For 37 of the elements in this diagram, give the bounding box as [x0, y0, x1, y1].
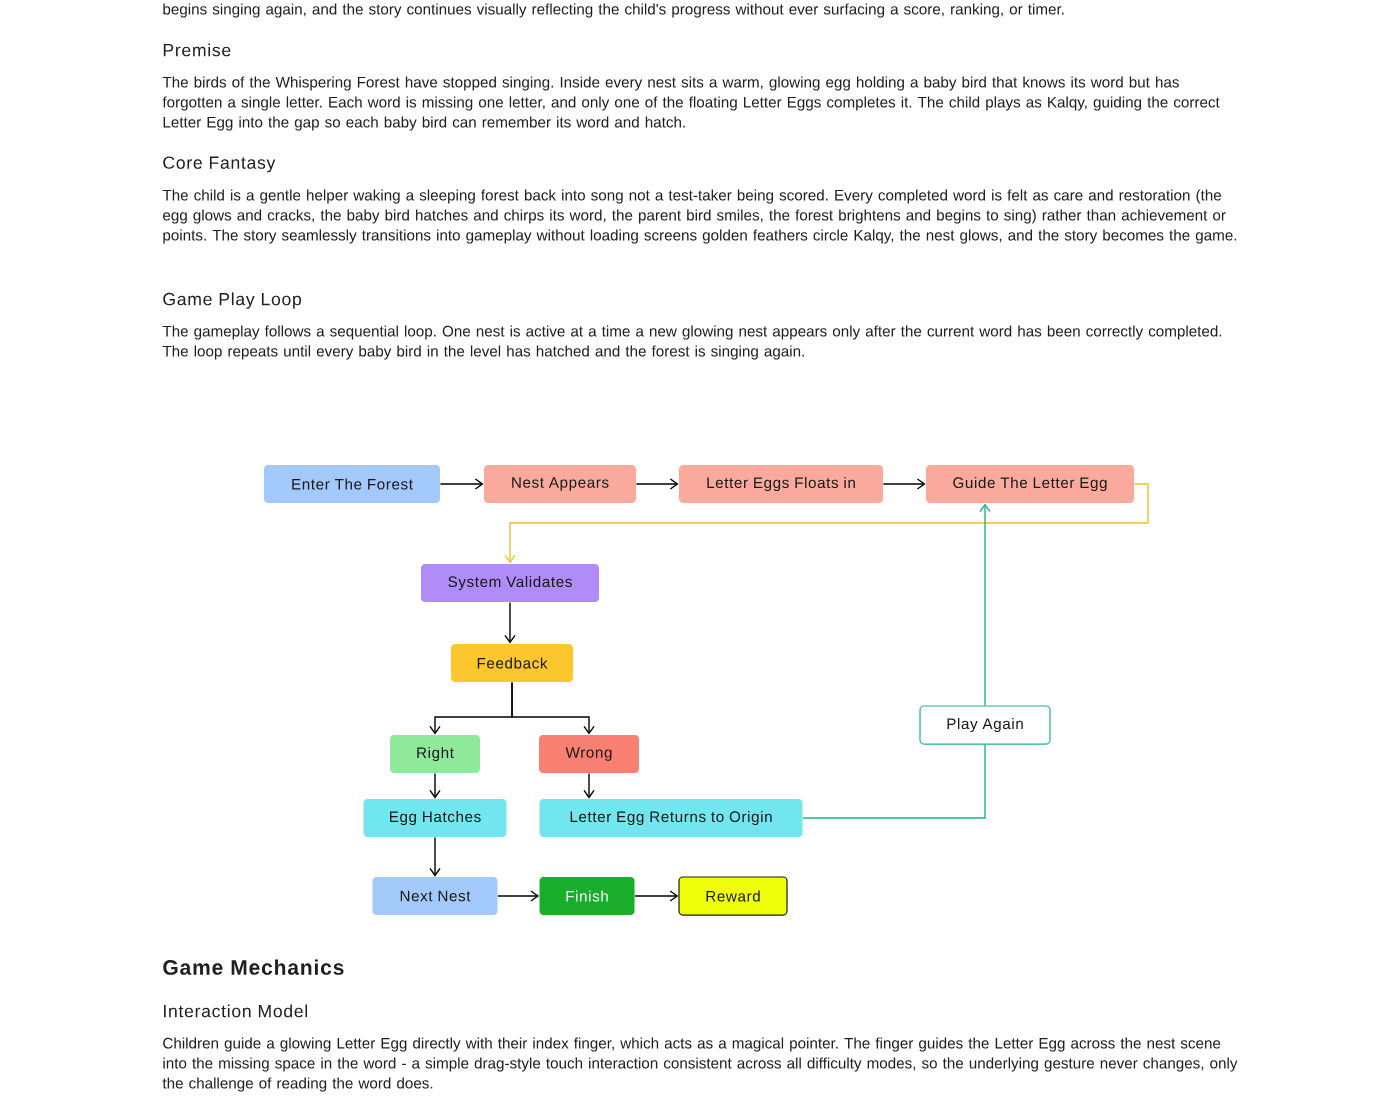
paragraph: The birds of the Whispering Forest have stopped singing. Inside every nest sits a warm, glowing egg holding a baby bird that knows its word but has forgotten a single letter. Each word is missing one letter, and only one of the floating Letter Eggs completes it. The child plays as Kalqy, guiding the correct Letter Egg into the gap so each baby bird can remember its word and hatch.: [162, 76, 1220, 131]
arrow: [429, 772, 441, 799]
paragraph: Children guide a glowing Letter Egg directly with their index finger, which acts as a magical pointer. The finger guides the Letter Egg across the nest scene into the missing space in the word - a simple drag-style touch interaction consistent across all difficulty modes, so the underlying gesture never changes, only the challenge of reading the word does.: [162, 1037, 1238, 1092]
heading: Game Mechanics: [163, 959, 344, 975]
arrow: [634, 890, 679, 902]
process-box: Guide The Letter Egg: [926, 465, 1135, 503]
arrow: [635, 478, 679, 490]
arrow: [497, 890, 540, 902]
connector-line: [802, 743, 986, 819]
process-box: Egg Hatches: [363, 799, 507, 837]
process-box: Letter Egg Returns to Origin: [539, 799, 803, 837]
paragraph: begins singing again, and the story continues visually reflecting the child's progress without ever surfacing a score, ranking, or timer.: [163, 3, 1064, 18]
arrow: [882, 478, 926, 490]
process-box: Wrong: [539, 735, 639, 774]
process-box: System Validates: [421, 564, 599, 602]
section-heading: Game Play Loop: [163, 292, 301, 309]
process-box: Right: [390, 735, 480, 774]
arrow: [504, 483, 1149, 564]
paragraph: The gameplay follows a sequential loop. One nest is active at a time a new glowing nest appears only after the current word has been correctly completed. The loop repeats until every baby bird in the level has hatched and the forest is singing again.: [162, 325, 1222, 360]
process-box: Play Again: [919, 705, 1051, 745]
arrow: [429, 836, 441, 877]
paragraph: The child is a gentle helper waking a sleeping forest back into song not a test-taker being scored. Every completed word is felt as care and restoration (the egg glows and cracks, the baby bird hatches and chirps its word, the parent bird smiles, the forest brightens and begins to sing) rather than achievement or points. The story seamlessly transitions into gameplay without loading screens golden feathers circle Kalqy, the nest glows, and the story becomes the game.: [162, 189, 1237, 244]
section-heading: Interaction Model: [164, 1004, 308, 1018]
process-box: Next Nest: [372, 877, 498, 916]
process-box: Letter Eggs Floats in: [679, 465, 883, 503]
arrow: [504, 601, 516, 644]
process-box: Enter The Forest: [264, 465, 440, 503]
arrow: [979, 503, 991, 707]
process-box: Reward: [678, 876, 788, 916]
section-heading: Premise: [163, 43, 231, 57]
process-box: Nest Appears: [484, 465, 636, 503]
process-box: Feedback: [451, 644, 573, 682]
arrow: [439, 478, 484, 490]
arrow: [511, 681, 595, 735]
arrow: [583, 772, 595, 799]
process-box: Finish: [539, 877, 635, 916]
section-heading: Core Fantasy: [163, 156, 276, 173]
